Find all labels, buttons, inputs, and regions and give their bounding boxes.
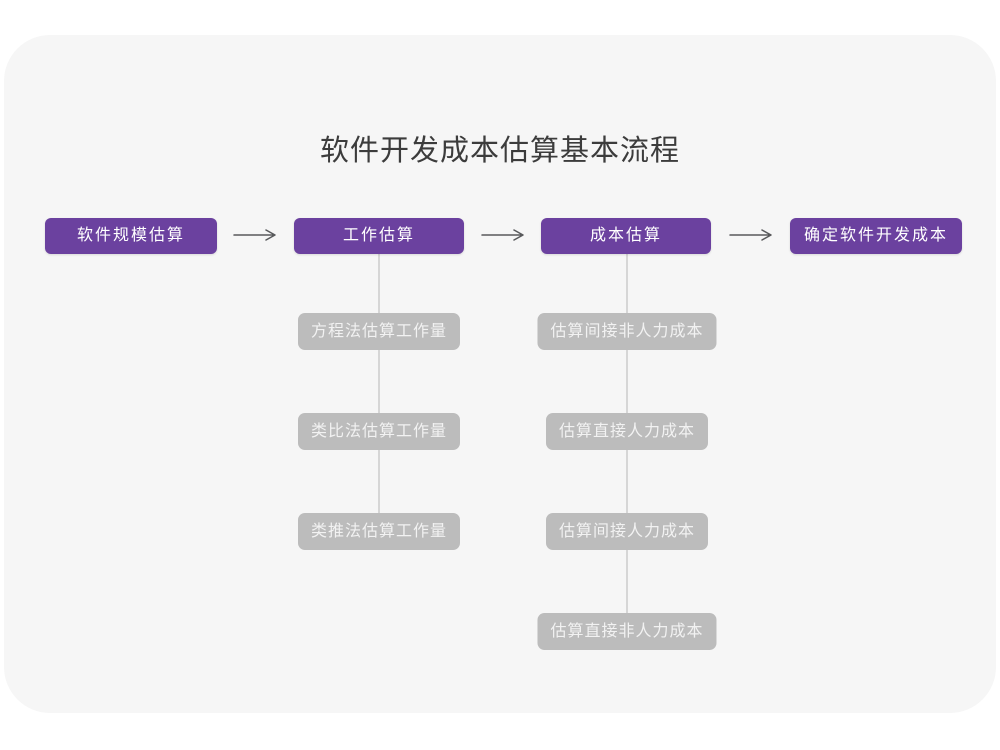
sub-node-equation-method: 方程法估算工作量 — [297, 313, 461, 350]
stage-node-software-scale-estimation: 软件规模估算 — [45, 218, 217, 254]
sub-node-indirect-non-labor-cost: 估算间接非人力成本 — [537, 313, 717, 350]
stage-node-work-estimation: 工作估算 — [294, 218, 464, 254]
stage-node-determine-dev-cost: 确定软件开发成本 — [790, 218, 962, 254]
sub-node-comparison-method: 类比法估算工作量 — [297, 413, 461, 450]
arrow-right-icon — [481, 229, 524, 241]
sub-node-indirect-labor-cost: 估算间接人力成本 — [545, 513, 709, 550]
diagram-card: 软件开发成本估算基本流程 软件规模估算 工作估算 成本估算 确定软件开发成本 方… — [4, 35, 996, 713]
connector-line-work-estimation — [378, 254, 380, 516]
sub-node-analogy-method: 类推法估算工作量 — [297, 513, 461, 550]
stage-node-cost-estimation: 成本估算 — [541, 218, 711, 254]
diagram-title: 软件开发成本估算基本流程 — [319, 135, 680, 167]
arrow-right-icon — [233, 229, 276, 241]
sub-node-direct-non-labor-cost: 估算直接非人力成本 — [537, 613, 717, 650]
sub-node-direct-labor-cost: 估算直接人力成本 — [545, 413, 709, 450]
arrow-right-icon — [729, 229, 772, 241]
